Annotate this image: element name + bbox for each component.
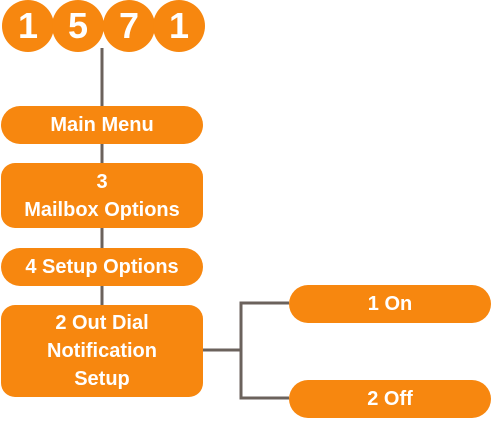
option-off-node: 2 Off [289, 380, 491, 418]
option-off-label: 2 Off [367, 388, 413, 410]
main-menu-node: Main Menu [1, 106, 203, 144]
setup-options-node: 4 Setup Options [1, 248, 203, 286]
out-dial-notification-setup-label: 2 Out Dial Notification Setup [47, 312, 157, 390]
out-dial-notification-setup-node: 2 Out Dial Notification Setup [1, 305, 203, 397]
setup-options-label: 4 Setup Options [25, 256, 179, 278]
main-menu-label: Main Menu [50, 114, 154, 136]
dial-digit: 1 [153, 0, 205, 52]
dial-digit: 5 [52, 0, 104, 52]
option-on-node: 1 On [289, 285, 491, 323]
connector-outdial-to-options [239, 301, 289, 400]
dial-digit: 7 [103, 0, 155, 52]
mailbox-options-label: 3 Mailbox Options [24, 170, 180, 221]
dial-digit: 1 [2, 0, 54, 52]
mailbox-options-node: 3 Mailbox Options [1, 163, 203, 228]
option-on-label: 1 On [367, 293, 413, 315]
